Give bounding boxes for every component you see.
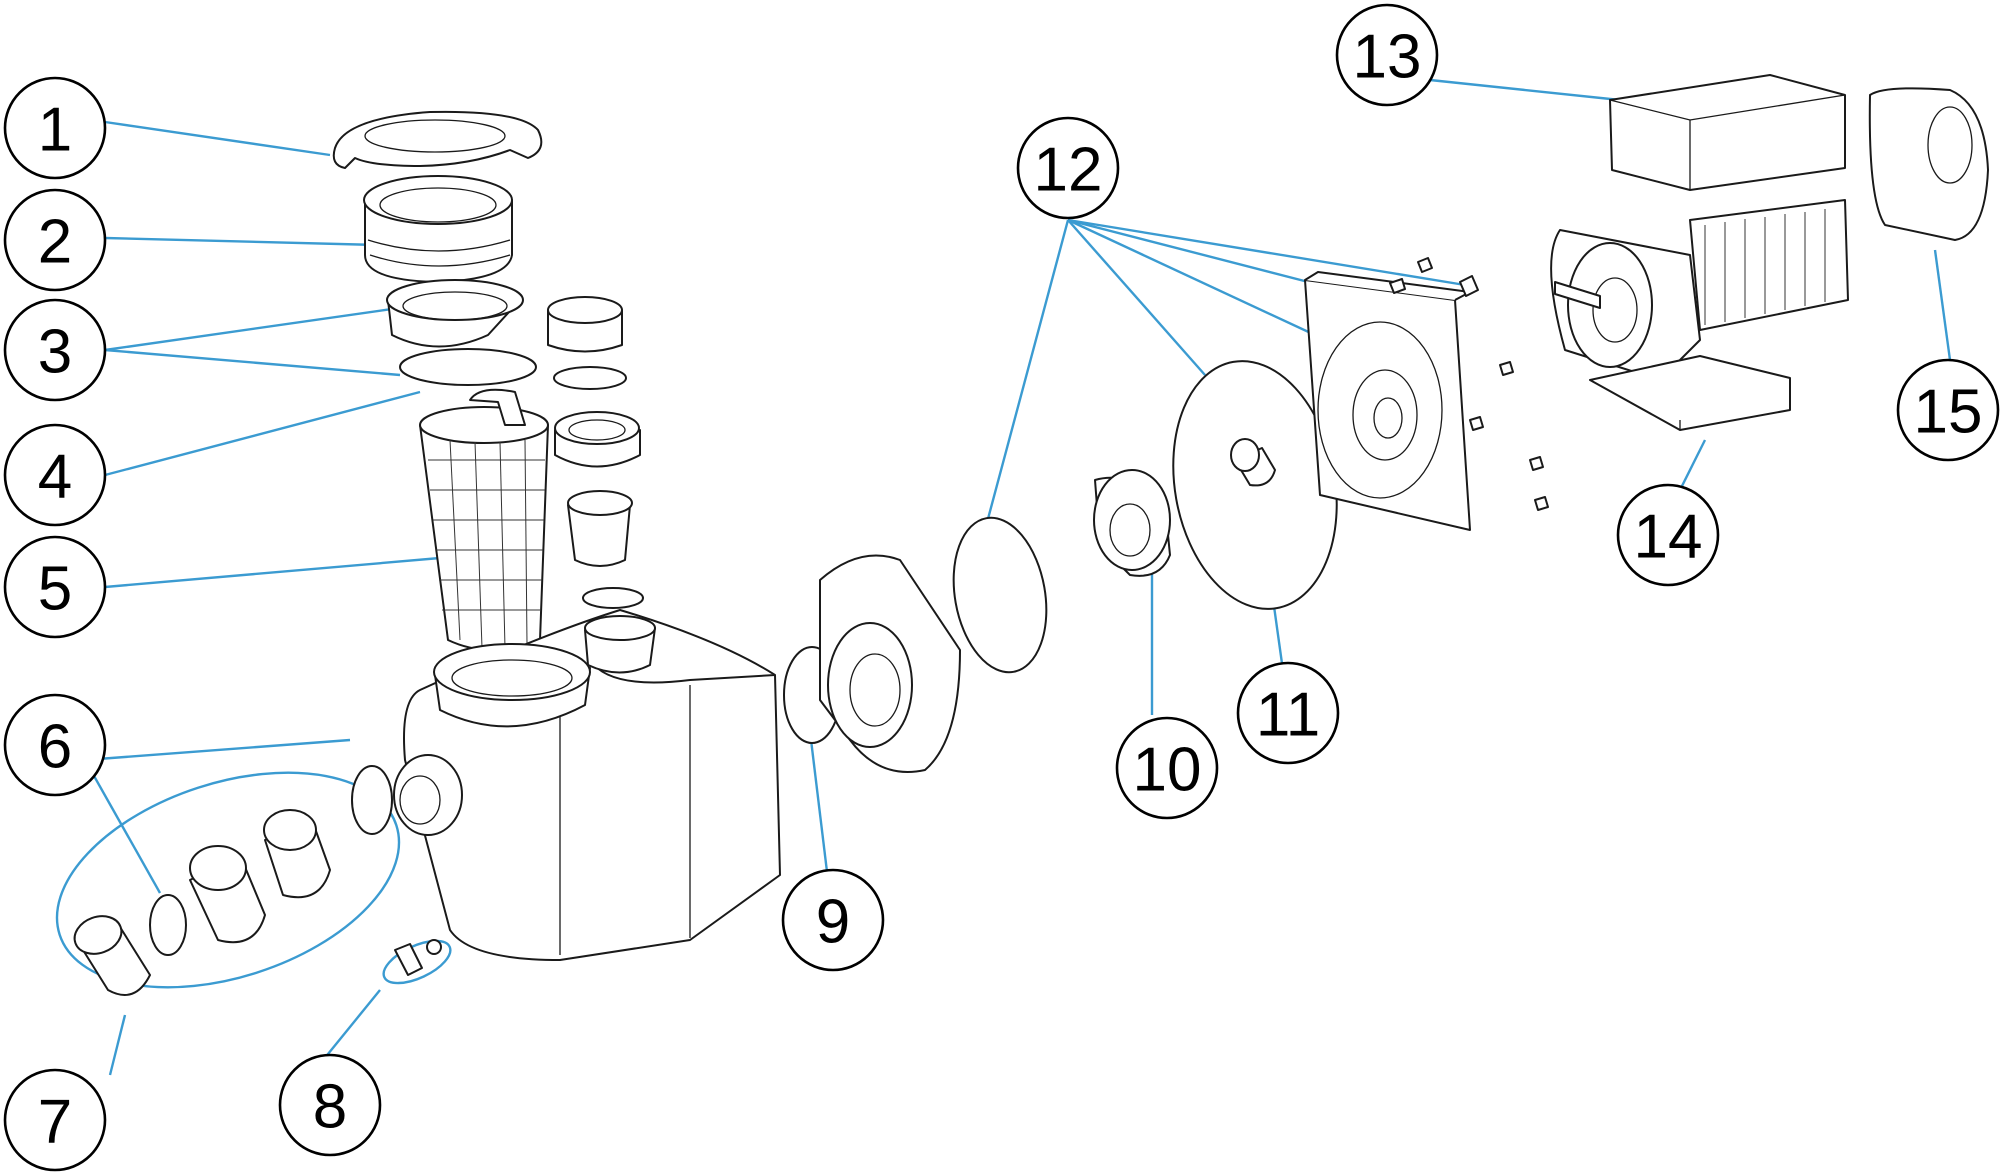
- drain-plug-part: [394, 939, 442, 976]
- svg-text:10: 10: [1133, 736, 1202, 805]
- svg-text:5: 5: [38, 555, 72, 624]
- svg-text:13: 13: [1353, 23, 1422, 92]
- fan-cover-part: [1868, 87, 1989, 241]
- callout-9: 9: [781, 868, 885, 972]
- callout-11: 11: [1236, 661, 1340, 765]
- union-fittings-stack: [547, 296, 644, 609]
- svg-text:3: 3: [38, 318, 72, 387]
- svg-text:7: 7: [38, 1088, 72, 1157]
- callout-7: 7: [3, 1068, 107, 1172]
- callout-4: 4: [3, 423, 107, 527]
- svg-text:2: 2: [38, 208, 72, 277]
- pump-housing-part: [393, 609, 781, 961]
- callout-13: 13: [1335, 3, 1439, 107]
- basket-mesh: [428, 439, 545, 649]
- svg-text:1: 1: [38, 96, 72, 165]
- callout-6: 6: [3, 693, 107, 797]
- callout-1: 1: [3, 76, 107, 180]
- motor-base-part: [1589, 355, 1791, 431]
- svg-text:15: 15: [1914, 378, 1983, 447]
- svg-text:9: 9: [816, 888, 850, 957]
- diffuser-part: [783, 516, 1048, 773]
- svg-text:11: 11: [1256, 681, 1320, 750]
- inlet-union-fittings: [73, 765, 393, 996]
- callout-8: 8: [278, 1053, 382, 1157]
- svg-text:8: 8: [313, 1073, 347, 1142]
- callout-14: 14: [1616, 483, 1720, 587]
- bolts-part: [1389, 257, 1549, 511]
- lid-clamp-part: [332, 110, 543, 169]
- lid-o-ring-part: [399, 348, 537, 386]
- motor-part: [1550, 74, 1849, 381]
- svg-text:6: 6: [38, 713, 72, 782]
- callout-12: 12: [1016, 116, 1120, 220]
- mechanical-seal-part: [1172, 360, 1338, 610]
- svg-text:12: 12: [1034, 136, 1103, 205]
- strainer-basket-part: [419, 388, 549, 651]
- callout-5: 5: [3, 535, 107, 639]
- callout-15: 15: [1896, 358, 2000, 462]
- callout-2: 2: [3, 188, 107, 292]
- svg-text:14: 14: [1634, 503, 1703, 572]
- lid-ring-part: [363, 175, 513, 283]
- motor-fins: [1704, 209, 1826, 325]
- callout-10: 10: [1115, 716, 1219, 820]
- svg-text:4: 4: [38, 443, 72, 512]
- callout-3: 3: [3, 298, 107, 402]
- lid-part: [386, 279, 524, 348]
- seal-plate-part: [1304, 271, 1471, 531]
- impeller-part: [1093, 469, 1171, 577]
